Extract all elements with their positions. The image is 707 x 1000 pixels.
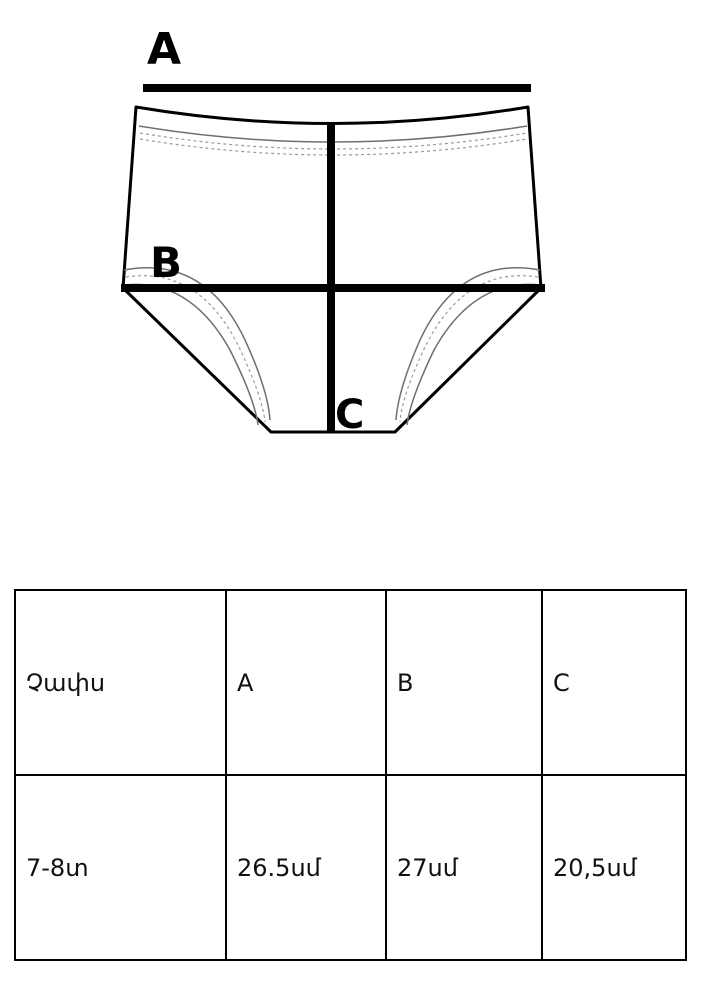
- header-a: A: [225, 589, 387, 776]
- cell-a: 26.5սմ: [225, 774, 387, 961]
- measurement-diagram: A B C: [121, 24, 545, 438]
- right-leg-band-outer: [395, 267, 541, 421]
- header-size: Չափս: [14, 589, 227, 776]
- label-b: B: [150, 238, 182, 287]
- cell-c: 20,5սմ: [541, 774, 687, 961]
- table-header-row: Չափս A B C: [14, 589, 687, 776]
- cell-b: 27սմ: [385, 774, 543, 961]
- left-leg-band-outer: [123, 267, 271, 421]
- label-c: C: [335, 392, 364, 438]
- right-leg-stitch: [399, 275, 539, 423]
- cell-size: 7-8տ: [14, 774, 227, 961]
- header-b: B: [385, 589, 543, 776]
- header-c: C: [541, 589, 687, 776]
- left-leg-stitch: [125, 275, 266, 423]
- table-row: 7-8տ 26.5սմ 27սմ 20,5սմ: [14, 774, 687, 961]
- size-table: Չափս A B C 7-8տ 26.5սմ 27սմ 20,5սմ: [14, 589, 687, 961]
- label-a: A: [147, 24, 181, 75]
